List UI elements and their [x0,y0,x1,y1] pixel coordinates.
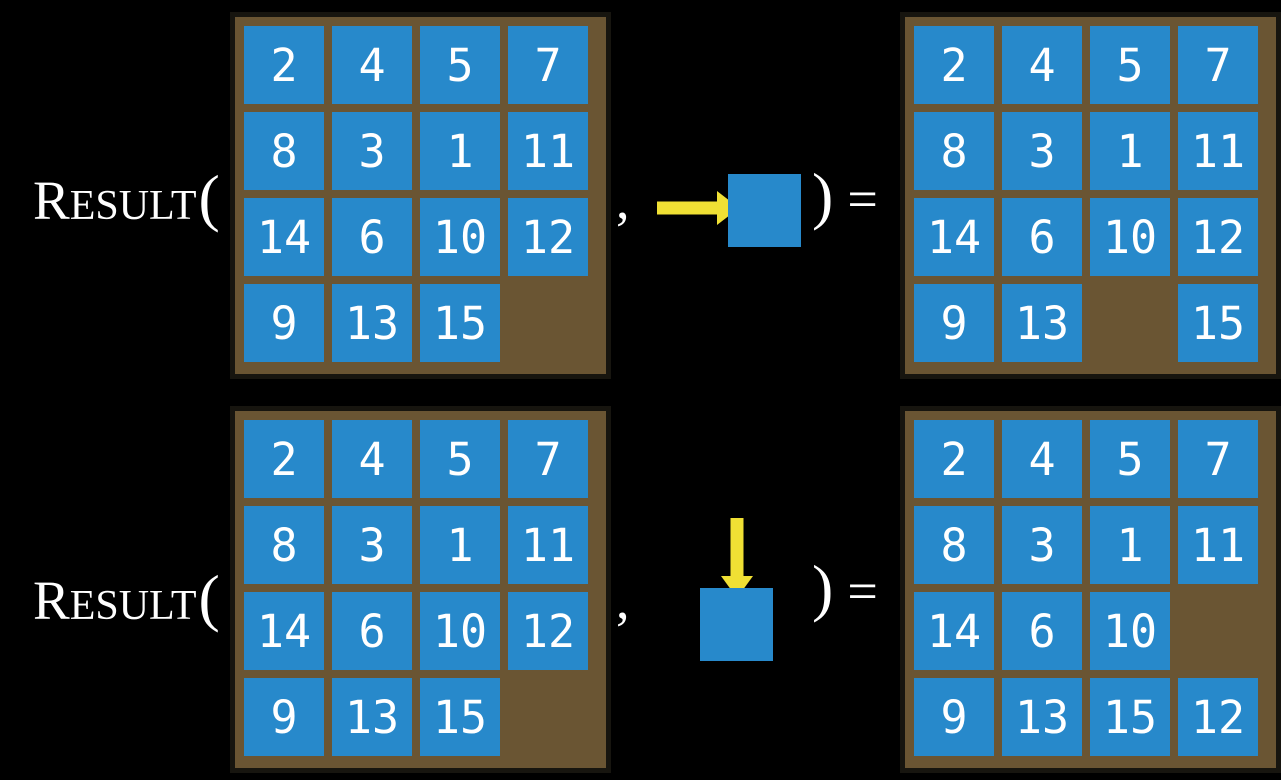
puzzle-tile: 5 [1090,26,1170,104]
open-paren: ( [198,162,220,233]
puzzle-tile: 2 [914,26,994,104]
puzzle-tile: 8 [914,112,994,190]
puzzle-tile: 15 [1090,678,1170,756]
blank-cell [1090,284,1170,362]
puzzle-tile: 14 [244,592,324,670]
puzzle-tile: 4 [1002,26,1082,104]
puzzle-tile: 12 [1178,678,1258,756]
puzzle-tile: 1 [420,506,500,584]
puzzle-tile: 10 [1090,198,1170,276]
puzzle-tile: 11 [1178,112,1258,190]
puzzle-tile: 1 [1090,506,1170,584]
close-paren-equals: ) = [812,556,878,620]
puzzle-tile: 2 [244,26,324,104]
open-paren: ( [198,562,220,633]
puzzle-tile: 10 [1090,592,1170,670]
close-paren-equals: ) = [812,164,878,228]
puzzle-tile: 15 [420,678,500,756]
puzzle-tile: 11 [1178,506,1258,584]
puzzle-tile: 8 [914,506,994,584]
puzzle-tile: 1 [420,112,500,190]
puzzle-tile: 5 [1090,420,1170,498]
move-right-arrow-icon [657,191,739,225]
action-tile-square [700,588,773,661]
puzzle-tile: 15 [1178,284,1258,362]
puzzle-tile: 6 [332,198,412,276]
puzzle-tile: 12 [508,592,588,670]
puzzle-tile: 13 [332,284,412,362]
puzzle-tile: 15 [420,284,500,362]
equals-sign: = [847,169,878,229]
puzzle-tile: 14 [244,198,324,276]
blank-cell [1178,592,1258,670]
puzzle-tile: 6 [332,592,412,670]
puzzle-tile: 13 [332,678,412,756]
action-tile-square [728,174,801,247]
puzzle-tile: 3 [332,506,412,584]
puzzle-tile: 1 [1090,112,1170,190]
move-down-arrow-icon [721,518,753,598]
puzzle-tile: 12 [1178,198,1258,276]
close-paren: ) [812,160,834,231]
puzzle-tile: 6 [1002,592,1082,670]
blank-cell [508,284,588,362]
puzzle-tile: 7 [1178,26,1258,104]
puzzle-tile: 3 [1002,506,1082,584]
puzzle-tile: 4 [1002,420,1082,498]
puzzle-tile: 10 [420,592,500,670]
puzzle-tile: 5 [420,420,500,498]
function-name-rest: ESULT [69,183,197,229]
puzzle-tile: 9 [244,678,324,756]
puzzle-tile: 10 [420,198,500,276]
puzzle-tile: 3 [332,112,412,190]
puzzle-tile: 6 [1002,198,1082,276]
puzzle-tile: 4 [332,26,412,104]
equals-sign: = [847,561,878,621]
puzzle-tile: 13 [1002,284,1082,362]
function-name-initial: R [33,170,70,231]
function-name-initial: R [33,570,70,631]
puzzle-tile: 7 [1178,420,1258,498]
function-name-rest: ESULT [69,583,197,629]
puzzle-tile: 4 [332,420,412,498]
puzzle-tile: 3 [1002,112,1082,190]
puzzle-tile: 11 [508,112,588,190]
puzzle-tile: 2 [244,420,324,498]
puzzle-tile: 9 [914,678,994,756]
puzzle-tile: 14 [914,592,994,670]
puzzle-tile: 13 [1002,678,1082,756]
puzzle-tile: 8 [244,506,324,584]
puzzle-tile: 11 [508,506,588,584]
puzzle-tile: 7 [508,420,588,498]
puzzle-tile: 8 [244,112,324,190]
puzzle-tile: 5 [420,26,500,104]
puzzle-tile: 9 [914,284,994,362]
puzzle-tile: 12 [508,198,588,276]
comma: , [616,170,630,230]
puzzle-tile: 2 [914,420,994,498]
puzzle-tile: 14 [914,198,994,276]
blank-cell [508,678,588,756]
puzzle-tile: 7 [508,26,588,104]
comma: , [616,570,630,630]
close-paren: ) [812,552,834,623]
puzzle-tile: 9 [244,284,324,362]
